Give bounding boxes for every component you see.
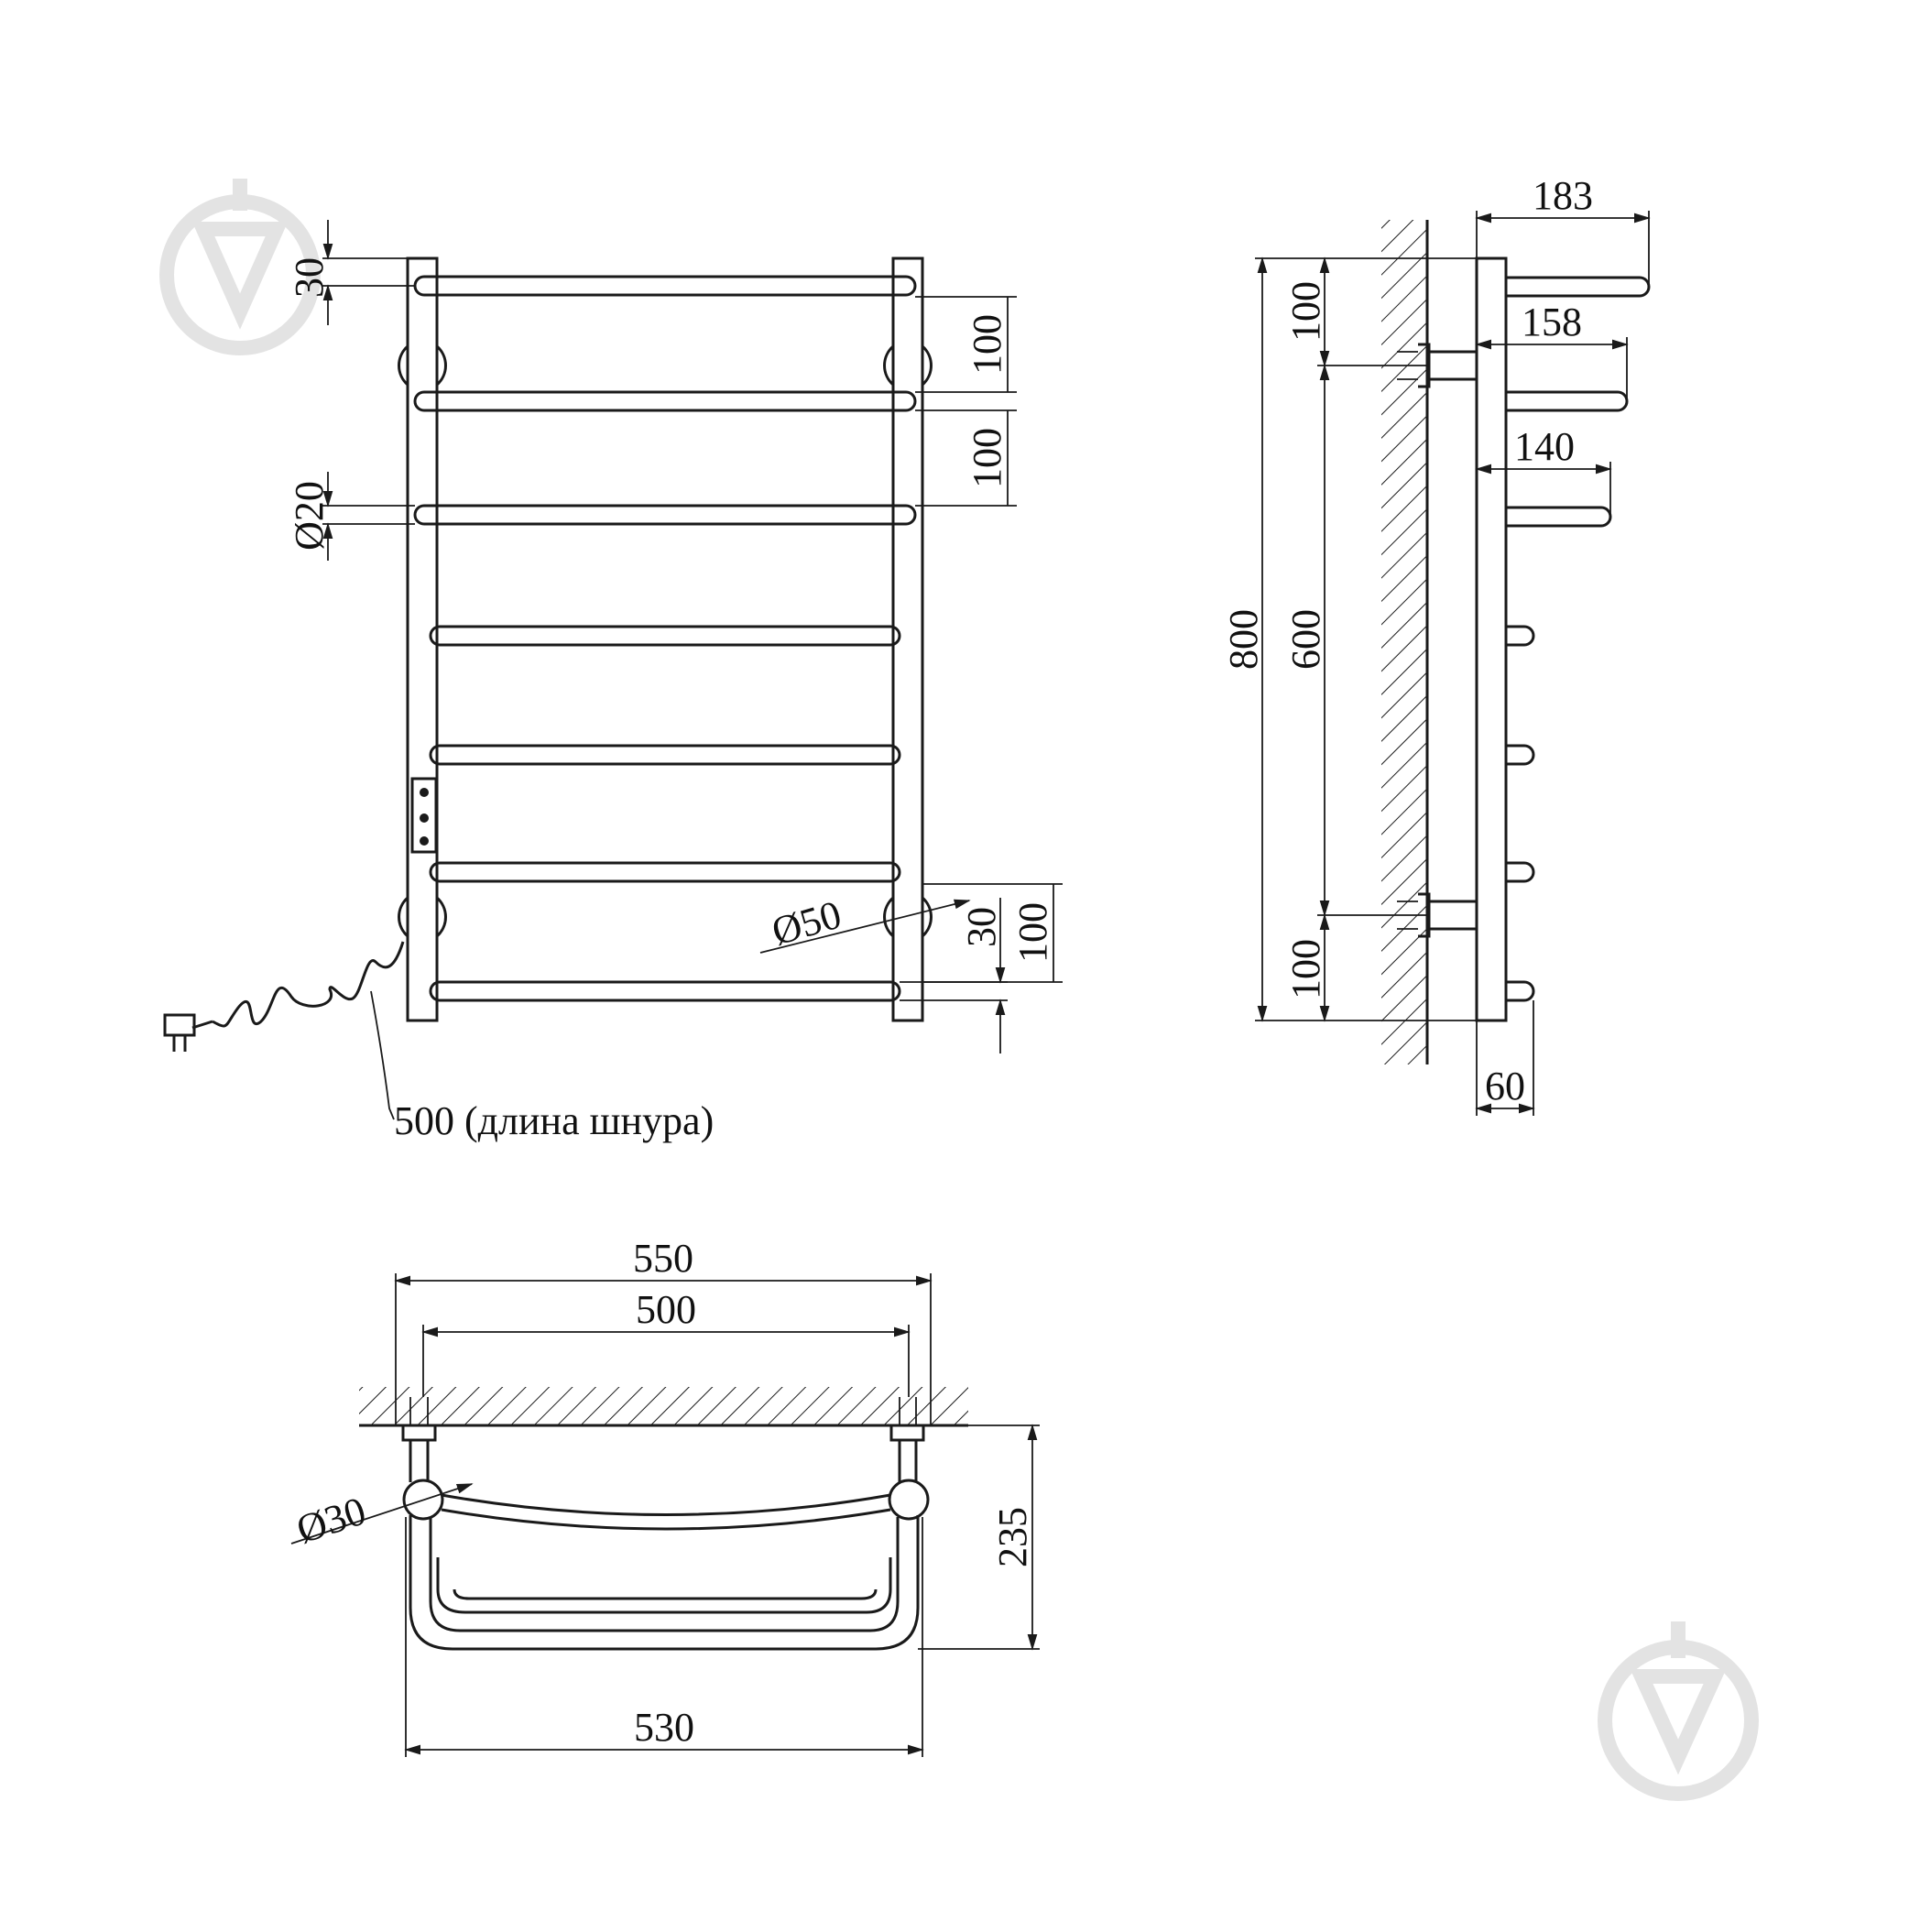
side-view <box>1381 220 1651 1064</box>
dim-mount-width: 500 <box>636 1287 696 1332</box>
dim-bottom-gap: 30 <box>959 907 1004 947</box>
rung <box>429 744 901 766</box>
wall-hatch <box>1381 220 1427 1064</box>
dim-bottom-offset: 100 <box>1283 939 1328 999</box>
post-top <box>402 1479 444 1521</box>
dim-bar-pitch-2: 100 <box>965 428 1009 488</box>
dim-post-diameter: Ø30 <box>291 1488 371 1552</box>
trowel-logo-icon <box>1598 1621 1759 1801</box>
rung <box>413 275 917 297</box>
plug-icon <box>163 1013 196 1037</box>
dim-bar-pitch-1: 100 <box>965 314 1009 375</box>
side-view-dimensions: 183 158 140 800 100 600 100 60 <box>1221 173 1651 1116</box>
power-cord <box>212 941 405 1028</box>
flange <box>398 344 447 387</box>
dim-bottom-pitch: 100 <box>1010 902 1055 963</box>
flange <box>883 896 933 938</box>
flange <box>883 344 933 387</box>
dim-projection-top: 183 <box>1533 173 1593 218</box>
rung <box>429 625 901 647</box>
dim-top-offset: 100 <box>1283 281 1328 342</box>
lower-rung <box>409 1515 920 1651</box>
dim-mount-spacing: 600 <box>1283 609 1328 670</box>
post-side <box>1475 257 1508 1022</box>
cord-length-label: 500 (длина шнура) <box>394 1098 714 1143</box>
front-view-dimensions: 30 100 100 Ø20 Ø50 30 100 500 (длина шну… <box>287 220 1063 1143</box>
dim-outer-width: 550 <box>633 1236 693 1281</box>
dim-flange-diameter: Ø50 <box>767 892 845 955</box>
dim-top-gap: 30 <box>287 257 332 298</box>
trowel-logo-icon <box>159 179 321 355</box>
dim-bottom-width: 530 <box>634 1705 694 1750</box>
dim-projection-mid: 158 <box>1522 300 1582 344</box>
top-view <box>359 1387 968 1651</box>
switch-box <box>410 777 438 854</box>
wall-bracket <box>1427 350 1478 381</box>
post-top <box>888 1479 930 1521</box>
dim-bar-diameter: Ø20 <box>287 481 332 551</box>
rung <box>413 390 917 412</box>
dim-projection-low: 140 <box>1514 424 1575 469</box>
wall-hatch <box>359 1387 968 1425</box>
dim-depth: 235 <box>990 1507 1035 1567</box>
wall-bracket <box>1427 900 1478 931</box>
right-post <box>891 257 924 1022</box>
rung <box>429 861 901 883</box>
rung <box>429 980 901 1002</box>
dim-wall-depth: 60 <box>1485 1064 1525 1108</box>
left-post <box>406 257 439 1022</box>
rung <box>413 504 917 526</box>
dim-total-height: 800 <box>1221 609 1266 670</box>
front-view <box>163 257 933 1052</box>
flange <box>398 896 447 938</box>
